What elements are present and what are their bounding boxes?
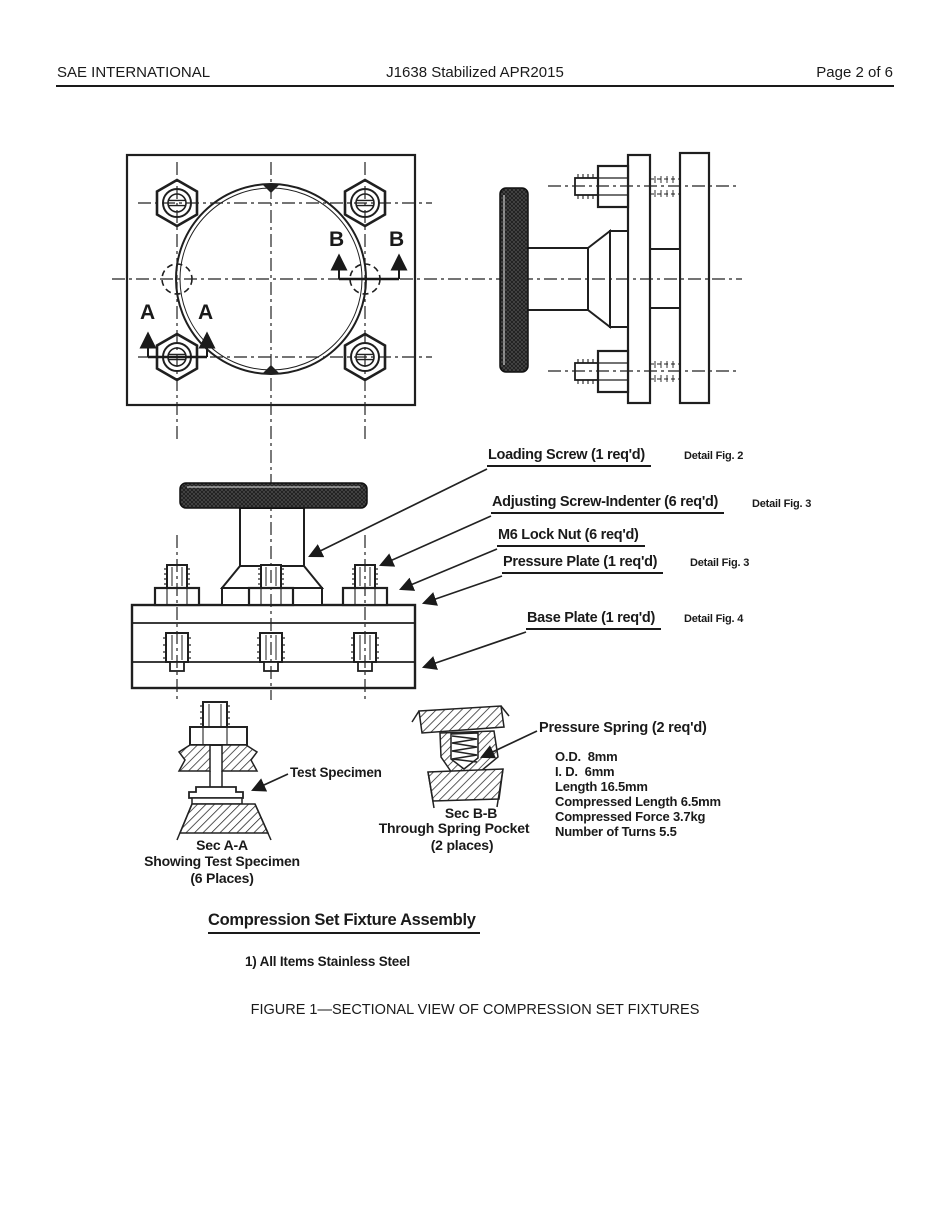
spring-spec-turns: Number of Turns 5.5	[555, 824, 677, 839]
leader-pressure-plate	[421, 575, 503, 606]
assembly-section-view	[130, 507, 417, 690]
pressure-spring-title: Pressure Spring (2 req'd)	[539, 720, 707, 736]
sec-aa-places: (6 Places)	[190, 870, 254, 886]
detail-ref-adjusting-screw: Detail Fig. 3	[752, 498, 812, 510]
section-letter-b1: B	[329, 228, 344, 251]
section-cut-lines	[139, 253, 408, 359]
sec-bb-title: Sec B-B	[444, 805, 498, 821]
side-view	[528, 151, 711, 405]
detail-ref-base-plate: Detail Fig. 4	[684, 613, 744, 625]
sec-bb-detail	[411, 705, 510, 809]
sec-aa-detail	[176, 701, 272, 841]
callout-adjusting-screw: Adjusting Screw-Indenter (6 req'd)	[491, 494, 725, 514]
leader-adjusting-screw	[379, 515, 492, 567]
section-letter-b2: B	[389, 228, 404, 251]
figure-caption: FIGURE 1—SECTIONAL VIEW OF COMPRESSION S…	[250, 1002, 700, 1018]
section-letter-a1: A	[140, 301, 155, 324]
callout-loading-screw: Loading Screw (1 req'd)	[487, 447, 651, 467]
leader-pressure-spring	[480, 730, 538, 759]
knurled-knob-section-view	[179, 482, 368, 509]
leader-lock-nut	[398, 548, 498, 591]
header-right: Page 2 of 6	[816, 64, 893, 81]
section-letter-a2: A	[198, 301, 213, 324]
spring-coil	[451, 735, 478, 763]
spring-spec-od: O.D. 8mm	[555, 749, 618, 764]
callout-pressure-plate: Pressure Plate (1 req'd)	[502, 554, 664, 574]
sec-aa-subtitle: Showing Test Specimen	[144, 853, 300, 869]
detail-ref-loading-screw: Detail Fig. 2	[684, 450, 744, 462]
callout-leaders	[251, 468, 538, 792]
header-left: SAE INTERNATIONAL	[57, 64, 211, 81]
detail-ref-pressure-plate: Detail Fig. 3	[690, 557, 750, 569]
pressure-spring-specs: O.D. 8mm I. D. 6mm Length 16.5mm Compres…	[555, 749, 721, 839]
knurled-knob-side-view	[499, 187, 529, 373]
callout-base-plate: Base Plate (1 req'd)	[526, 610, 661, 630]
test-specimen-label: Test Specimen	[290, 765, 382, 780]
header-center: J1638 Stabilized APR2015	[386, 64, 564, 81]
callout-lock-nut: M6 Lock Nut (6 req'd)	[497, 527, 645, 547]
sec-bb-places: (2 places)	[430, 837, 494, 853]
leader-base-plate	[421, 631, 527, 670]
spring-spec-comp-force: Compressed Force 3.7kg	[555, 809, 706, 824]
spring-spec-comp-length: Compressed Length 6.5mm	[555, 794, 721, 809]
spring-spec-id: I. D. 6mm	[555, 764, 615, 779]
assembly-title: Compression Set Fixture Assembly	[208, 911, 480, 934]
materials-note: 1) All Items Stainless Steel	[245, 954, 410, 969]
leader-loading-screw	[308, 468, 488, 558]
spring-spec-length: Length 16.5mm	[555, 779, 648, 794]
sec-aa-title: Sec A-A	[196, 837, 248, 853]
header-rule	[56, 85, 894, 87]
sec-bb-subtitle: Through Spring Pocket	[378, 820, 530, 836]
leader-test-specimen	[251, 773, 289, 792]
